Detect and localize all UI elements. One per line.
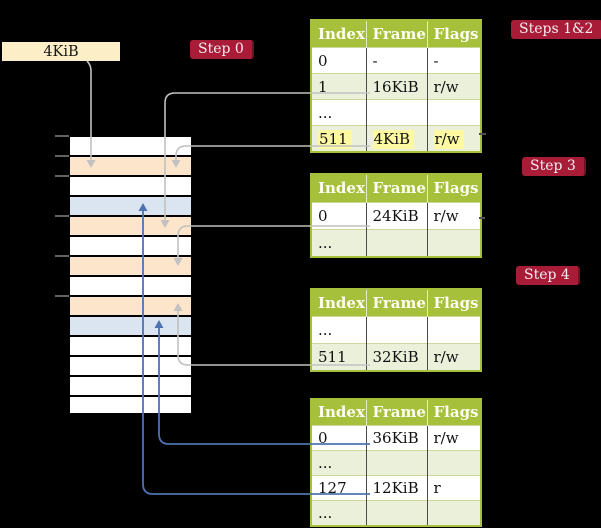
highlighted-value: 4KiB [372, 129, 415, 149]
badge-step-4: Step 4 [516, 266, 580, 285]
memory-frame-row [70, 335, 191, 355]
table-row: 511 32KiB r/w [311, 343, 481, 371]
table-header-row: Index Frame Flags [311, 289, 481, 317]
table-row: 1 16KiB r/w [311, 73, 481, 100]
badge-steps-1-2: Steps 1&2 [511, 20, 601, 39]
memory-frame-row [70, 255, 191, 275]
table-row: ... [311, 229, 481, 257]
col-header-frame: Frame [366, 289, 428, 317]
table-row: ... [311, 450, 481, 476]
col-header-flags: Flags [427, 289, 481, 317]
memory-frame-row [70, 315, 191, 335]
memory-frame-row [70, 295, 191, 315]
memory-frame-row [70, 395, 191, 415]
page-table-leaf: Index Frame Flags 0 36KiB r/w ... 127 12… [310, 398, 482, 527]
badge-step-0: Step 0 [190, 40, 254, 59]
page-table-steps-1-2: Index Frame Flags 0 - - 1 16KiB r/w ... … [310, 19, 482, 153]
col-header-flags: Flags [427, 174, 481, 203]
page-size-box: 4KiB [2, 42, 120, 61]
memory-frame-row [70, 375, 191, 395]
table-row: 0 36KiB r/w [311, 425, 481, 451]
col-header-index: Index [311, 289, 367, 317]
table-header-row: Index Frame Flags [311, 399, 481, 426]
memory-tick-marks [55, 135, 69, 297]
table-header-row: Index Frame Flags [311, 20, 481, 48]
memory-frame-row [70, 215, 191, 235]
highlighted-value: 511 [318, 129, 352, 149]
col-header-index: Index [311, 20, 367, 48]
memory-frame-row [70, 195, 191, 215]
memory-column [70, 135, 191, 415]
memory-frame-row [70, 235, 191, 255]
badge-step-3: Step 3 [522, 157, 586, 176]
table-row: ... [311, 99, 481, 126]
highlighted-value: r/w [433, 129, 464, 149]
col-header-flags: Flags [427, 20, 481, 48]
memory-frame-row [70, 155, 191, 175]
memory-frame-row [70, 135, 191, 155]
memory-frame-row [70, 355, 191, 375]
table-row: 0 - - [311, 47, 481, 74]
memory-frame-row [70, 275, 191, 295]
table-row: ... [311, 316, 481, 344]
table-header-row: Index Frame Flags [311, 174, 481, 203]
table-row: ... [311, 500, 481, 526]
col-header-frame: Frame [366, 174, 428, 203]
table-row: 0 24KiB r/w [311, 202, 481, 230]
col-header-frame: Frame [366, 20, 428, 48]
col-header-frame: Frame [366, 399, 428, 426]
col-header-index: Index [311, 174, 367, 203]
table-row-highlighted: 511 4KiB r/w [311, 125, 481, 152]
col-header-index: Index [311, 399, 367, 426]
page-table-step-4: Index Frame Flags ... 511 32KiB r/w [310, 288, 482, 372]
memory-frame-row [70, 175, 191, 195]
page-table-step-3: Index Frame Flags 0 24KiB r/w ... [310, 173, 482, 258]
table-row: 127 12KiB r [311, 475, 481, 501]
col-header-flags: Flags [427, 399, 481, 426]
